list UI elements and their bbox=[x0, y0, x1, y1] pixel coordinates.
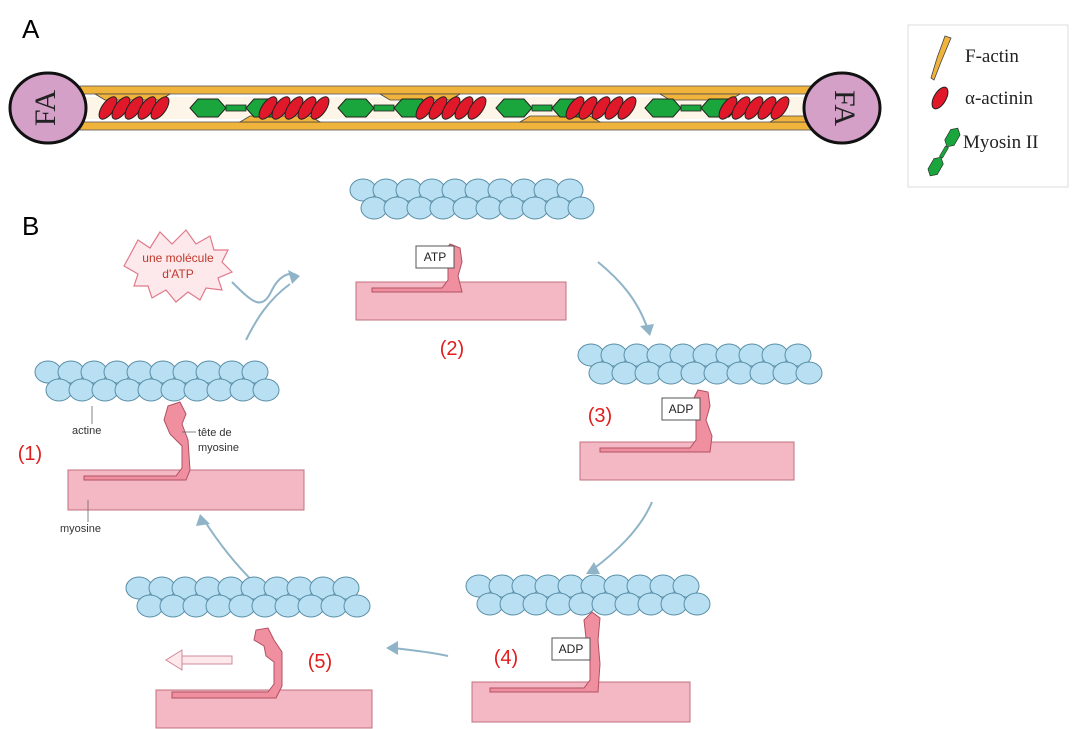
legend: F-actin α-actinin Myosin II bbox=[907, 24, 1069, 188]
panel-b-label: B bbox=[22, 211, 39, 241]
curved-arrow-icon bbox=[391, 647, 449, 657]
step-5-diagram bbox=[126, 577, 373, 729]
curved-arrow-icon bbox=[231, 272, 299, 304]
step-4-diagram: ADP bbox=[466, 575, 710, 723]
adp-box-label-3: ADP bbox=[669, 402, 694, 416]
arrow-head-icon bbox=[640, 324, 654, 336]
step-4-label: (4) bbox=[494, 647, 518, 669]
curved-arrow-icon bbox=[591, 501, 653, 571]
step-3-diagram: ADP bbox=[578, 344, 822, 481]
myosine-label: myosine bbox=[60, 523, 101, 535]
legend-alpha-actinin: α-actinin bbox=[965, 88, 1033, 109]
step-1-diagram bbox=[35, 361, 305, 522]
focal-adhesion-right: FA bbox=[802, 71, 882, 145]
atp-burst-line1: une molécule bbox=[142, 251, 214, 265]
stress-fiber bbox=[79, 85, 851, 131]
tete-label-line2: myosine bbox=[198, 442, 239, 454]
left-arrow-icon bbox=[165, 649, 233, 671]
tete-label-line1: tête de bbox=[198, 427, 232, 439]
step-3-label: (3) bbox=[588, 405, 612, 427]
curved-arrow-icon bbox=[597, 261, 649, 331]
step-5-label: (5) bbox=[308, 651, 332, 673]
fa-label-right: FA bbox=[828, 90, 861, 126]
step-2-diagram: ATP bbox=[350, 179, 594, 321]
step-2-label: (2) bbox=[440, 338, 464, 360]
focal-adhesion-left: FA bbox=[8, 71, 88, 145]
arrow-head-icon bbox=[386, 641, 398, 655]
arrow-head-icon bbox=[586, 562, 600, 574]
atp-molecule-burst: une molécule d'ATP bbox=[123, 229, 234, 303]
curved-arrow-icon bbox=[245, 283, 291, 341]
arrow-head-icon bbox=[288, 270, 300, 284]
legend-f-actin: F-actin bbox=[965, 46, 1019, 67]
step-1-label: (1) bbox=[18, 443, 42, 465]
atp-box-label: ATP bbox=[424, 250, 446, 264]
alpha-actinin-icon bbox=[931, 86, 949, 110]
atp-burst-line2: d'ATP bbox=[162, 267, 193, 281]
legend-myosin-ii: Myosin II bbox=[963, 132, 1038, 153]
actine-label: actine bbox=[72, 425, 101, 437]
adp-box-label-4: ADP bbox=[559, 642, 584, 656]
fa-label-left: FA bbox=[29, 90, 62, 126]
arrow-head-icon bbox=[196, 514, 210, 526]
f-actin-icon bbox=[930, 35, 952, 81]
panel-a-label: A bbox=[22, 14, 40, 44]
